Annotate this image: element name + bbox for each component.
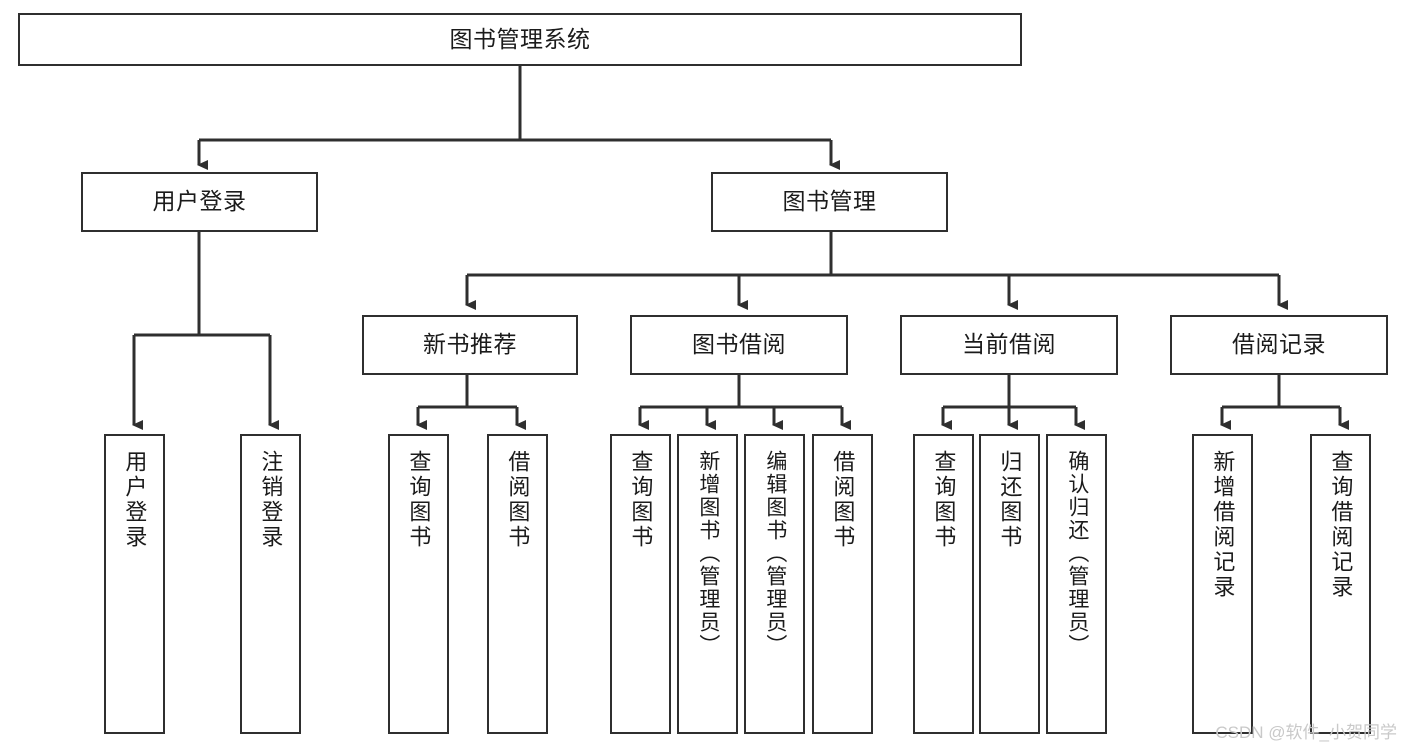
node-book-management[interactable]: 图书管理 [711, 172, 948, 232]
node-label: 当前借阅 [962, 331, 1056, 358]
node-label: 归还图书 [997, 450, 1023, 550]
node-label: 查询图书 [406, 450, 432, 550]
node-root-system[interactable]: 图书管理系统 [18, 13, 1022, 66]
node-current-borrow[interactable]: 当前借阅 [900, 315, 1118, 375]
leaf-current-confirm-return-admin[interactable]: 确认归还（管理员） [1046, 434, 1107, 734]
node-borrow-records[interactable]: 借阅记录 [1170, 315, 1388, 375]
node-label: 新书推荐 [423, 331, 517, 358]
node-label: 查询图书 [628, 450, 654, 550]
leaf-user-login[interactable]: 用户登录 [104, 434, 165, 734]
leaf-current-query-book[interactable]: 查询图书 [913, 434, 974, 734]
leaf-borrow-edit-book-admin[interactable]: 编辑图书（管理员） [744, 434, 805, 734]
node-label: 确认归还（管理员） [1065, 450, 1089, 657]
leaf-user-logout[interactable]: 注销登录 [240, 434, 301, 734]
node-label: 注销登录 [258, 450, 284, 550]
node-label: 用户登录 [152, 188, 247, 215]
node-label: 借阅图书 [830, 450, 856, 550]
node-label: 新增借阅记录 [1210, 450, 1236, 600]
leaf-records-query-record[interactable]: 查询借阅记录 [1310, 434, 1371, 734]
leaf-borrow-query-book[interactable]: 查询图书 [610, 434, 671, 734]
node-book-borrow[interactable]: 图书借阅 [630, 315, 848, 375]
leaf-borrow-add-book-admin[interactable]: 新增图书（管理员） [677, 434, 738, 734]
node-label: 借阅图书 [505, 450, 531, 550]
leaf-records-add-record[interactable]: 新增借阅记录 [1192, 434, 1253, 734]
node-label: 编辑图书（管理员） [763, 450, 787, 657]
node-label: 借阅记录 [1232, 331, 1326, 358]
node-label: 图书管理系统 [449, 25, 591, 52]
node-new-book-recommend[interactable]: 新书推荐 [362, 315, 578, 375]
leaf-borrow-borrow-book[interactable]: 借阅图书 [812, 434, 873, 734]
node-label: 图书管理 [782, 188, 877, 215]
leaf-current-return-book[interactable]: 归还图书 [979, 434, 1040, 734]
node-label: 图书借阅 [692, 331, 786, 358]
node-label: 新增图书（管理员） [696, 450, 720, 657]
node-label: 用户登录 [122, 450, 148, 550]
node-label: 查询图书 [931, 450, 957, 550]
leaf-newbook-borrow-book[interactable]: 借阅图书 [487, 434, 548, 734]
leaf-newbook-query-book[interactable]: 查询图书 [388, 434, 449, 734]
node-user-login[interactable]: 用户登录 [81, 172, 318, 232]
node-label: 查询借阅记录 [1328, 450, 1354, 600]
